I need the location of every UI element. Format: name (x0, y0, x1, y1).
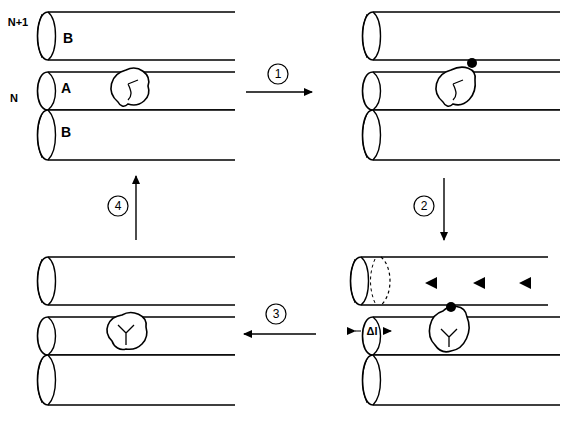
filament-number: N+1 (8, 17, 29, 28)
displacement-label: Δl (367, 326, 378, 337)
step-number: 3 (273, 308, 280, 320)
filament-number: N (10, 93, 18, 104)
step-number: 2 (421, 200, 428, 212)
step-number: 1 (275, 68, 282, 80)
filament-label: B (63, 31, 73, 45)
filament-label: A (61, 81, 71, 95)
filament-label: B (61, 125, 71, 139)
step-number: 4 (115, 200, 122, 212)
